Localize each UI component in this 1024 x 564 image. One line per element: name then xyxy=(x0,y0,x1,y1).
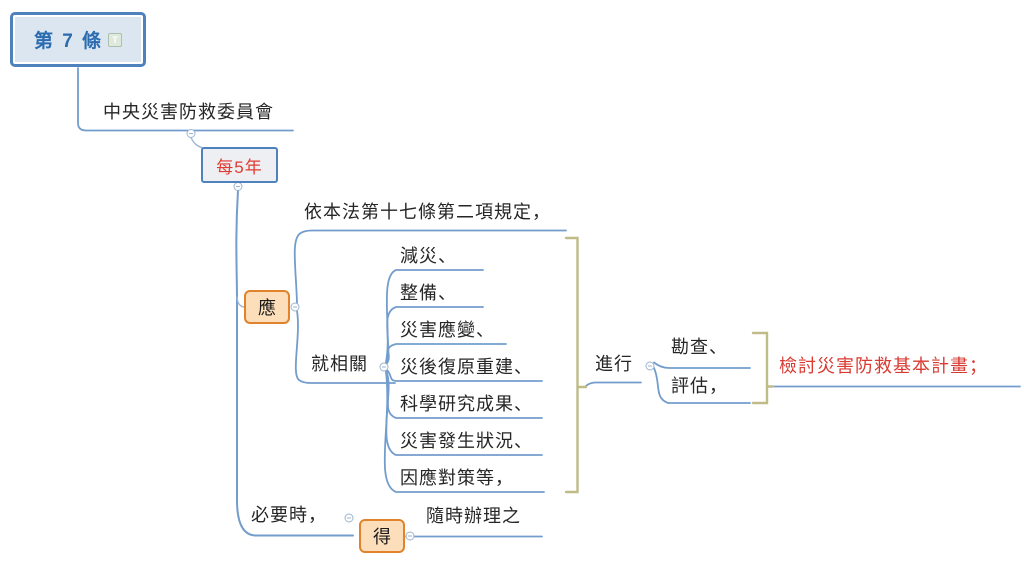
topic-item-countermeasures[interactable]: 因應對策等， xyxy=(400,468,514,488)
topic-per-law[interactable]: 依本法第十七條第二項規定， xyxy=(304,202,551,222)
topic-committee[interactable]: 中央災害防救委員會 xyxy=(103,102,274,122)
collapse-toggle[interactable] xyxy=(405,531,415,541)
survey-summary-bracket xyxy=(751,331,769,405)
topic-review-plan[interactable]: 檢討災害防救基本計畫； xyxy=(779,356,988,376)
collapse-toggles xyxy=(186,129,655,541)
topic-regarding[interactable]: 就相關 xyxy=(311,354,368,374)
topic-item-recovery[interactable]: 災後復原重建、 xyxy=(400,357,533,377)
topic-every-5-years[interactable]: 每5年 xyxy=(201,147,278,183)
collapse-toggle[interactable] xyxy=(645,361,655,371)
summary-brackets xyxy=(564,236,775,494)
topic-may[interactable]: 得 xyxy=(359,519,405,553)
topic-should[interactable]: 應 xyxy=(244,290,290,324)
topic-article-7-label: 第 7 條 xyxy=(33,31,104,52)
items-summary-bracket xyxy=(564,236,579,494)
topic-proceed[interactable]: 進行 xyxy=(595,354,633,374)
collapse-toggle[interactable] xyxy=(233,182,243,191)
collapse-toggle[interactable] xyxy=(290,302,300,312)
topic-article-7[interactable]: 第 7 條 T xyxy=(10,12,146,67)
collapse-toggle[interactable] xyxy=(186,129,196,138)
topic-evaluate[interactable]: 評估， xyxy=(671,376,728,396)
topic-handle-anytime[interactable]: 隨時辦理之 xyxy=(426,506,521,526)
topic-item-occurrence[interactable]: 災害發生狀況、 xyxy=(400,431,533,451)
topic-survey[interactable]: 勘查、 xyxy=(671,337,728,357)
topic-when-necessary[interactable]: 必要時， xyxy=(251,505,327,525)
collapse-toggle[interactable] xyxy=(379,362,389,372)
topic-marker-icon[interactable]: T xyxy=(108,32,123,47)
topic-item-research[interactable]: 科學研究成果、 xyxy=(400,394,533,414)
branch-lines xyxy=(77,67,1021,538)
collapse-toggle[interactable] xyxy=(344,513,354,523)
topic-item-response[interactable]: 災害應變、 xyxy=(400,320,495,340)
topic-item-mitigation[interactable]: 減災、 xyxy=(400,246,457,266)
topic-item-preparedness[interactable]: 整備、 xyxy=(400,283,457,303)
